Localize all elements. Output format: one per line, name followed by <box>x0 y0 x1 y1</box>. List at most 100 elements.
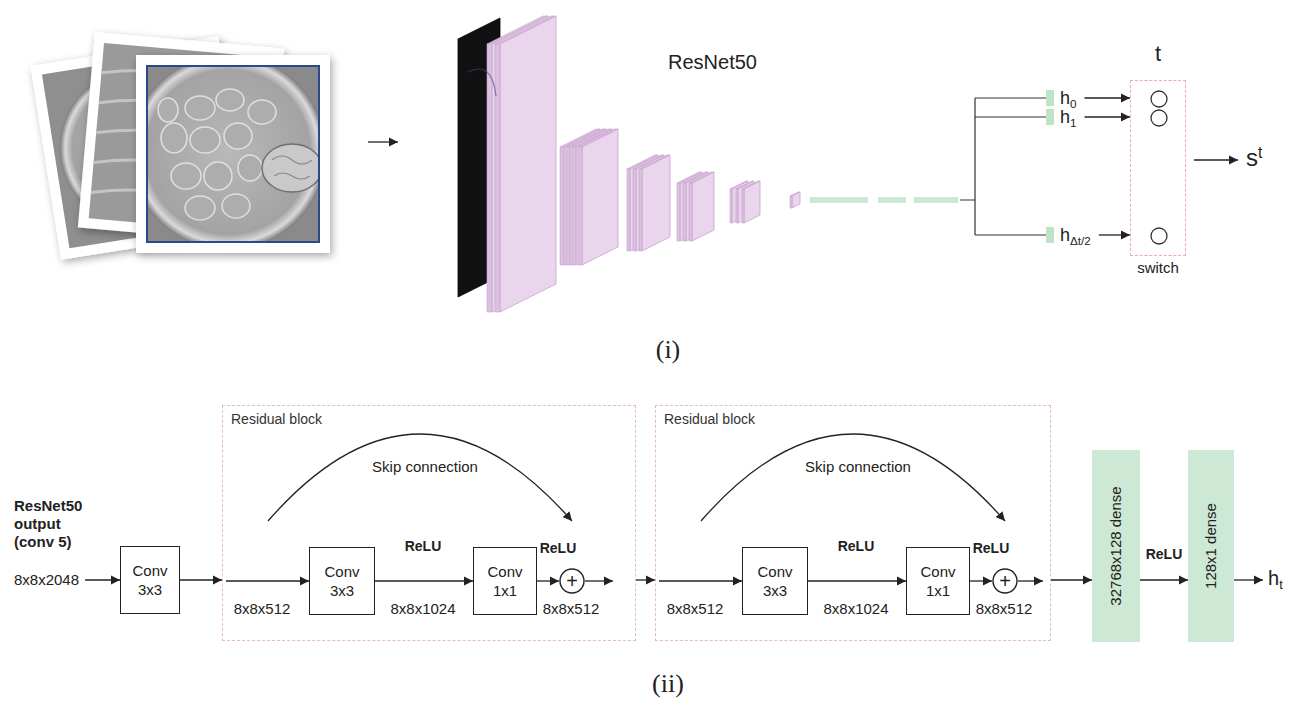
text-label: 8x8x1024 <box>823 600 888 618</box>
embryo-photo <box>262 144 319 192</box>
text-label: 8x8x1024 <box>390 600 455 618</box>
feature-bars <box>914 197 958 203</box>
feature-bars <box>810 197 958 203</box>
superscript: t <box>1258 144 1262 161</box>
node-text: Conv 1x1 <box>913 562 963 600</box>
node-text: Conv 1x1 <box>480 562 530 600</box>
text-label: ReLU <box>540 540 577 557</box>
node-text: + <box>999 571 1011 591</box>
connector <box>1085 97 1130 98</box>
text-label: (ii) <box>652 668 684 699</box>
embryo-photo <box>222 194 250 218</box>
layer-edge <box>683 183 686 241</box>
layer-edge <box>578 147 582 265</box>
text-label: ResNet50 output (conv 5) <box>14 497 98 551</box>
layer-edge <box>790 196 792 208</box>
text-label: st <box>1246 144 1262 173</box>
conv-box: Conv 3x3 <box>742 547 808 615</box>
feature-vector: h1 <box>1046 108 1085 126</box>
feature-vector: hΔt/2 <box>1046 226 1099 244</box>
sum-circle <box>560 569 584 593</box>
branch-lines <box>960 98 1046 235</box>
embryo-photo <box>158 98 178 122</box>
conv-box: Conv 1x1 <box>473 547 537 615</box>
layer-edge <box>689 183 692 241</box>
node-text: Conv 3x3 <box>127 561 173 599</box>
node-text: Conv 3x3 <box>316 562 368 600</box>
node-text: Residual block <box>231 411 322 428</box>
flow-arrow <box>1018 580 1043 581</box>
skip-arc <box>268 434 572 521</box>
resnet-layers <box>458 16 800 312</box>
embryo-photo <box>190 127 220 153</box>
resnet-input-trace <box>468 69 496 96</box>
layer-edge <box>742 189 744 223</box>
flow-arrow <box>659 580 742 581</box>
connector <box>537 580 559 581</box>
layer-edge <box>677 183 680 241</box>
flow-arrow <box>368 141 398 142</box>
subscript: t <box>1279 577 1283 592</box>
layer-edge <box>730 189 732 223</box>
layer-edge <box>633 169 636 251</box>
node-text: hΔt/2 <box>1060 226 1091 244</box>
embryo-photo <box>185 196 215 220</box>
feature-bars <box>810 197 868 203</box>
feature-bar <box>1046 109 1054 125</box>
connector <box>1051 579 1092 580</box>
layer-edge <box>560 147 564 265</box>
text-label: ht <box>1268 566 1283 590</box>
node-text: switch <box>1137 259 1179 277</box>
flow-arrow <box>226 580 309 581</box>
embryo-photo <box>238 155 262 181</box>
layer-face <box>692 172 714 241</box>
layer-face <box>582 129 618 265</box>
skip-arc <box>701 434 1005 521</box>
text-label: ResNet50 <box>668 50 757 74</box>
feature-bar <box>1046 227 1054 243</box>
embryo-photo <box>224 123 252 149</box>
text-label: ReLU <box>973 540 1010 557</box>
sum-node: + <box>992 568 1018 594</box>
conv-box: Conv 3x3 <box>120 546 180 614</box>
text-label: ReLU <box>838 538 875 555</box>
flow-arrow <box>1234 579 1263 580</box>
connector <box>1099 234 1130 235</box>
switch-box: tswitch <box>1130 80 1186 256</box>
text-label: Skip connection <box>805 458 911 476</box>
text-label: 8x8x512 <box>667 600 724 618</box>
embryo-photo <box>147 66 319 242</box>
text-label: (i) <box>656 334 681 365</box>
embryo-photo <box>171 163 201 189</box>
connector <box>1085 116 1130 117</box>
node-text: h0 <box>1060 89 1077 107</box>
embryo-photo <box>248 100 276 124</box>
subscript: Δt/2 <box>1070 234 1091 247</box>
text-label: 8x8x2048 <box>14 571 79 589</box>
embryo-photo <box>147 66 319 242</box>
embryo-photo <box>216 89 244 111</box>
layer-edge <box>639 169 642 251</box>
switch-slot <box>1151 110 1167 126</box>
feature-bars <box>878 197 906 203</box>
subscript: 1 <box>1070 116 1077 129</box>
node-text: Residual block <box>664 411 755 428</box>
feature-vector: h0 <box>1046 89 1085 107</box>
layer-edge <box>495 44 500 312</box>
layer-edge <box>487 44 492 312</box>
text-label: 8x8x512 <box>543 600 600 618</box>
connector <box>375 580 473 581</box>
connector <box>970 580 992 581</box>
layer-face <box>500 16 556 312</box>
connector <box>636 579 655 580</box>
sum-node: + <box>559 568 585 594</box>
switch-slot <box>1151 228 1167 244</box>
text-label: 8x8x512 <box>976 600 1033 618</box>
flow-lines <box>85 434 1263 581</box>
layer-face <box>744 181 760 223</box>
conv-box: Conv 3x3 <box>309 547 375 615</box>
feature-bar <box>1046 90 1054 106</box>
layer-edge <box>736 189 738 223</box>
embryo-photo <box>161 123 187 153</box>
layer-face <box>792 192 800 208</box>
